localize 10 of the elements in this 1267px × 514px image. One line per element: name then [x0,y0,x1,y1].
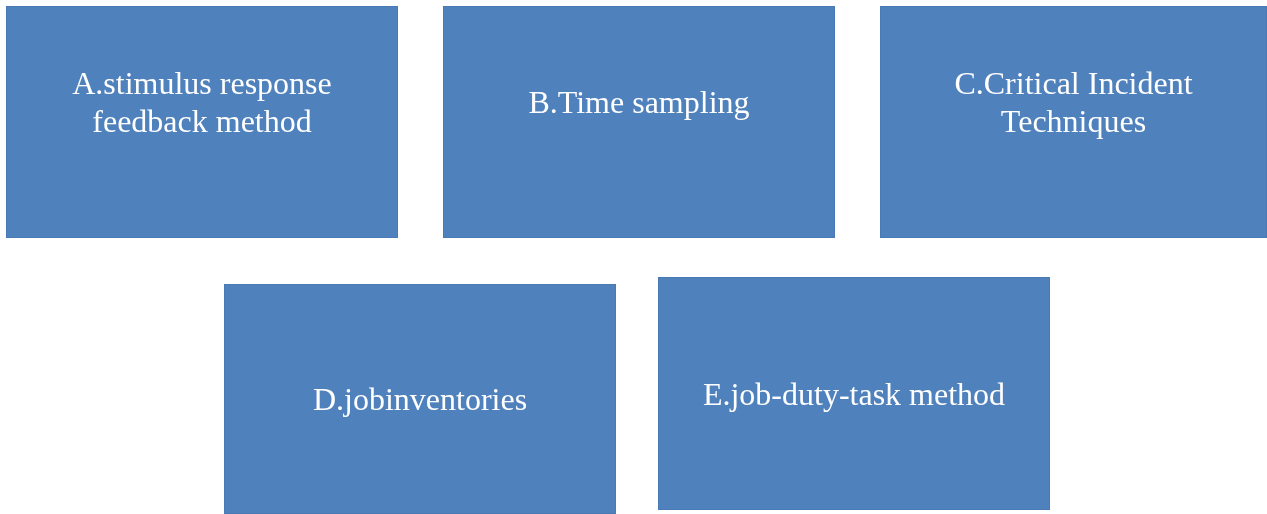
box-text: D.jobinventories [312,380,528,418]
process-box [658,277,1050,510]
process-box [880,6,1267,238]
box-text: E.job-duty-task method [702,374,1006,413]
box-text: A.stimulus response feedback method [71,64,333,140]
box-text: B.Time sampling [528,83,750,121]
process-box [443,6,835,238]
box-text: C.Critical Incident Techniques [953,64,1194,140]
process-box [224,284,616,514]
process-box [6,6,398,238]
